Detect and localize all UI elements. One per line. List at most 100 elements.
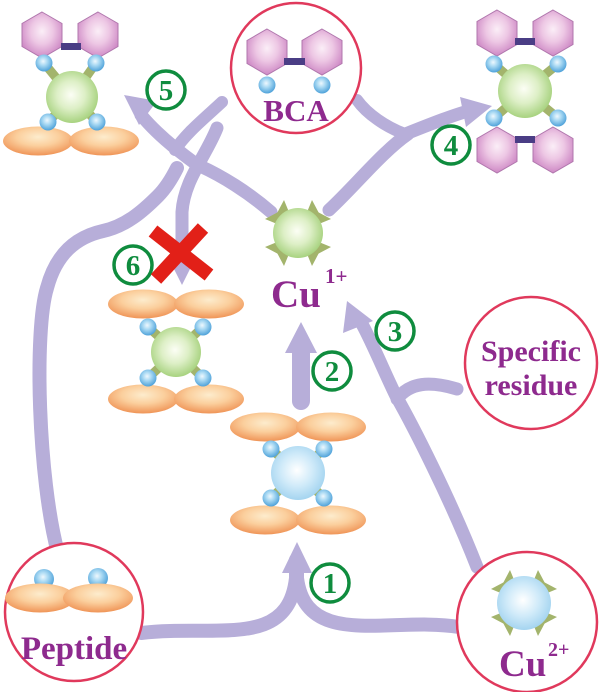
bca-bond-bar [515, 38, 535, 45]
step-badge-ring [112, 244, 154, 286]
ligand-dot [194, 369, 212, 387]
ligand-dot [87, 54, 105, 72]
copper1-sphere [151, 327, 201, 377]
cross-stroke [150, 223, 209, 284]
ligand-dot [139, 369, 157, 387]
copper1-sphere [498, 64, 552, 118]
step-number: 1 [323, 568, 338, 600]
complex-ternary-product [3, 11, 139, 156]
peptide-oval [296, 412, 366, 442]
ligand-dot [313, 76, 331, 94]
step-badge-ring [374, 310, 416, 352]
peptide-oval [108, 289, 178, 319]
ligand-dot [262, 440, 280, 458]
cu2plus-label: Cu [499, 644, 546, 685]
peptide-oval [69, 126, 139, 156]
peptide-oval [174, 384, 244, 414]
step-badge-2: 2 [311, 350, 353, 392]
hexagon-bca-ring [532, 126, 574, 174]
ligand-dot [315, 489, 333, 507]
specific-residue-node: Specific residue [481, 335, 581, 402]
arrow-step5-head [124, 95, 157, 125]
arrow-step4-bca-branch [351, 94, 411, 140]
step-badge-4: 4 [430, 124, 472, 166]
step-badge-3: 3 [374, 310, 416, 352]
cu1plus-superscript: 1+ [325, 264, 347, 288]
arrow-network [32, 94, 492, 640]
bca-node: BCA [246, 28, 343, 128]
specific-residue-label-line1: Specific [481, 335, 581, 368]
step-badge-ring [430, 124, 472, 166]
step-number: 2 [325, 356, 340, 388]
complex-cu2-peptide2 [230, 412, 366, 535]
hexagon-bca-ring [476, 126, 518, 174]
cu1plus-ion: Cu 1+ [265, 200, 347, 316]
copper2-sphere [271, 446, 325, 500]
ligand-dot [485, 55, 503, 73]
ligand-dot [258, 76, 276, 94]
arrow-step3-head [343, 301, 373, 333]
ligand-dot [315, 440, 333, 458]
specific-residue-node-circle [463, 295, 599, 431]
peptide-oval [63, 583, 133, 613]
ligand-dot [485, 109, 503, 127]
step-number: 6 [126, 250, 141, 282]
step-badge-ring [145, 69, 187, 111]
cu1plus-label: Cu [271, 273, 321, 316]
peptide-oval [230, 505, 300, 535]
ligand-dot [549, 55, 567, 73]
cu2plus-superscript: 2+ [548, 639, 569, 661]
hexagon-bca-ring [532, 9, 574, 57]
specific-residue-label-line2: residue [485, 369, 578, 402]
bca-bond-bar [515, 136, 535, 143]
blocked-cross [148, 223, 214, 284]
arrow-step4-main [322, 127, 415, 217]
arrow-step3-main [355, 317, 484, 574]
peptide-label: Peptide [21, 631, 127, 667]
bca-label: BCA [263, 93, 329, 128]
arrow-step5-peptide-line [32, 161, 184, 560]
ligand-dot [88, 113, 106, 131]
cu2plus-node: Cu 2+ [491, 570, 569, 685]
ligand-dot [262, 489, 280, 507]
copper1-sphere [273, 208, 323, 258]
complex-cu-bca2-product [476, 9, 574, 174]
step-number: 4 [444, 130, 459, 162]
step-badge-ring [311, 350, 353, 392]
arrow-step1-right-branch [290, 553, 466, 634]
hexagon-bca-ring [77, 11, 119, 59]
peptide-node: Peptide [5, 568, 133, 667]
bca-bond-bar [61, 43, 81, 50]
ligand-dot [35, 54, 53, 72]
copper1-sphere [46, 71, 98, 123]
arrow-step2-head [285, 322, 317, 353]
step-badge-6: 6 [112, 244, 154, 286]
peptide-oval [3, 126, 73, 156]
step-badge-ring [309, 562, 351, 604]
hexagon-bca-ring [21, 11, 63, 59]
copper2-sphere [497, 576, 551, 630]
ligand-dot [549, 109, 567, 127]
complex-cu-peptide2-blocked [108, 289, 244, 414]
step-badge-5: 5 [145, 69, 187, 111]
arrow-step4-head [460, 97, 492, 127]
arrow-step1-left-branch [134, 553, 303, 640]
peptide-oval [296, 505, 366, 535]
hexagon-bca-ring [476, 9, 518, 57]
ligand-dot [139, 318, 157, 336]
peptide-oval [230, 412, 300, 442]
step-badges: 1 2 3 4 5 6 [112, 69, 472, 604]
arrow-step6-branch [175, 121, 224, 267]
ligand-dot [88, 568, 108, 588]
step-number: 5 [159, 75, 174, 107]
peptide-oval [174, 289, 244, 319]
arrow-step5-cu-line [193, 159, 278, 219]
arrow-step5-shaft [134, 108, 203, 171]
ligand-dot [194, 318, 212, 336]
bca-bond-bar [284, 58, 305, 65]
step-badge-1: 1 [309, 562, 351, 604]
step-number: 3 [388, 316, 403, 348]
ligand-dot [39, 113, 57, 131]
